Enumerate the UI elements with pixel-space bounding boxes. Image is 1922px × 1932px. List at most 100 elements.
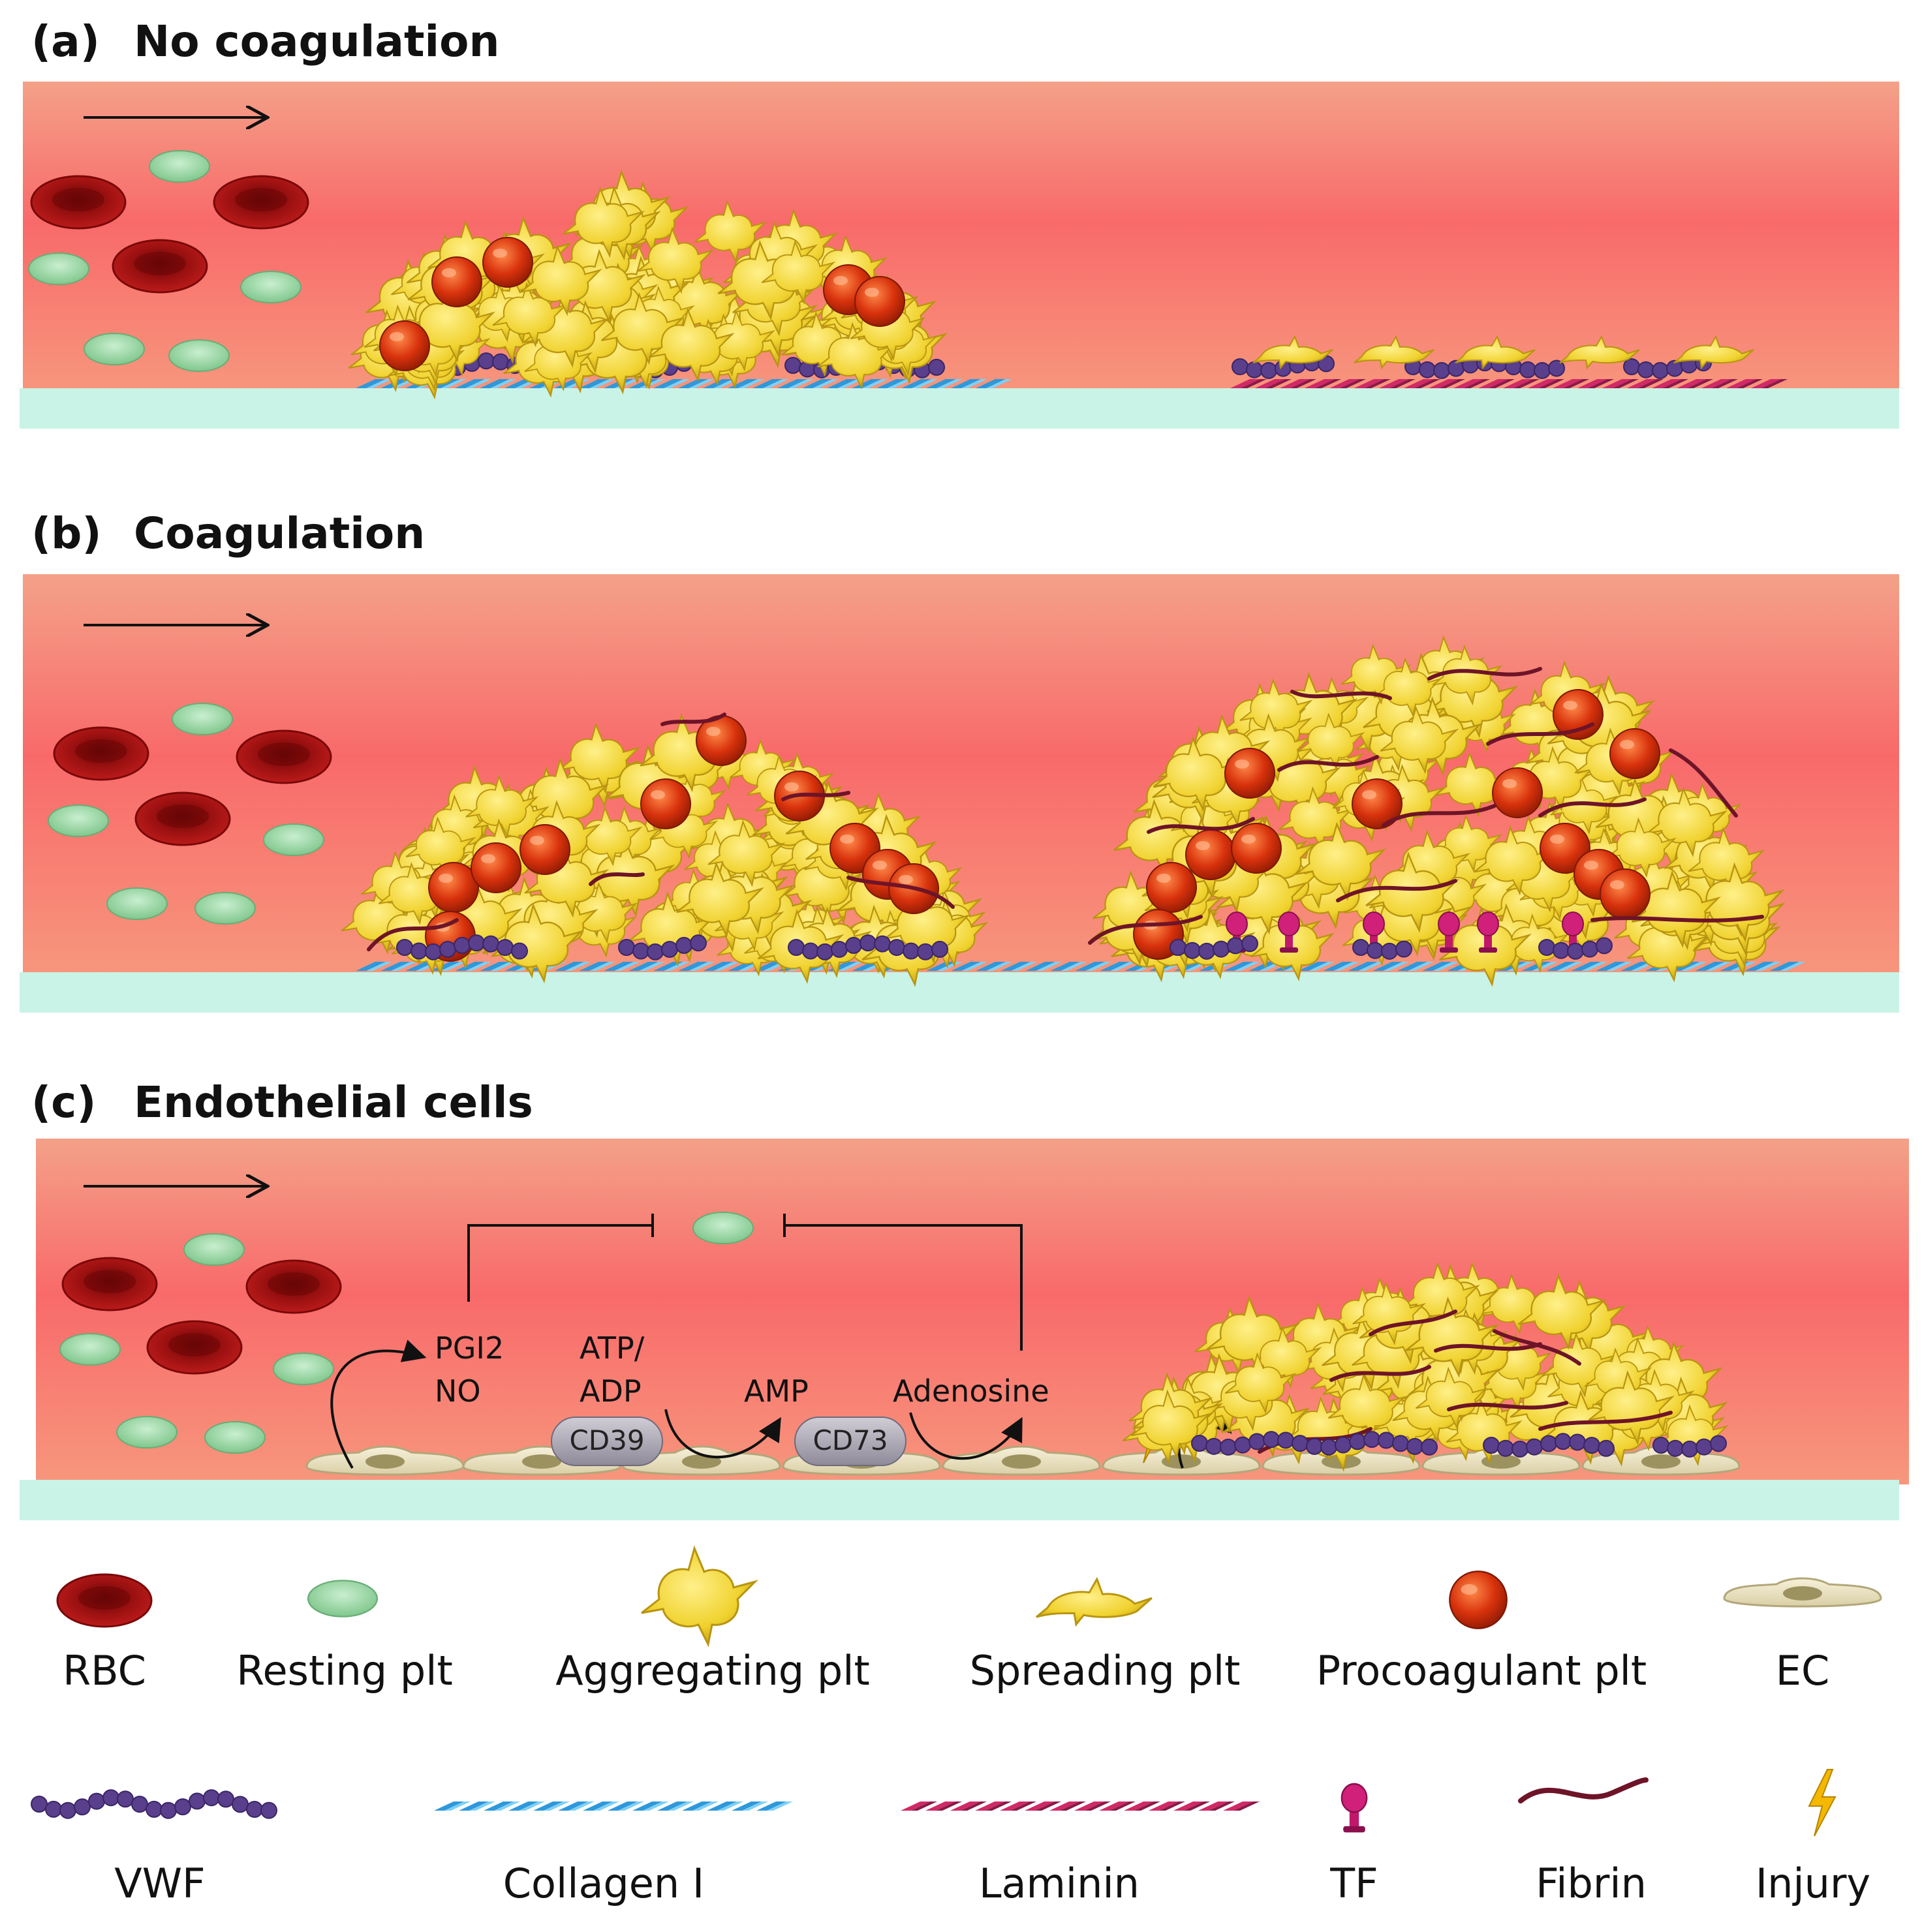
tf-icon [1341,1783,1368,1833]
aggregating-plt-icon [640,1547,756,1646]
vwf-bead [1583,1437,1600,1454]
vwf-bead [1540,1435,1557,1452]
vwf-bead [232,1796,249,1813]
vwf-icon [31,1789,277,1819]
vwf-bead [1260,361,1277,379]
vwf-bead [174,1798,191,1816]
vwf-bead [1534,361,1551,379]
vwf-bead [1241,935,1258,953]
fibrin-strand [1434,1342,1542,1353]
vwf-bead [874,935,891,953]
vwf-bead [1363,1431,1380,1449]
vwf-bead [260,1802,277,1819]
vwf-bead [454,936,471,954]
vessel-wall-b [20,972,1899,1013]
legend-rbc: RBC [63,1647,146,1694]
injury-legend-icon [1808,1769,1836,1837]
atp-label: ATP/ [580,1330,645,1366]
legend-laminin: Laminin [979,1860,1139,1907]
vwf-bead [1667,1439,1684,1457]
fibrin-strand [589,872,645,886]
vwf-bead [903,942,920,960]
fibrin-strand [1336,879,1457,902]
fibrin-strand [781,791,850,801]
procoagulant-platelet [379,320,430,371]
vwf-bead [917,943,934,960]
adp-label: ADP [580,1373,642,1409]
legend: RBC Resting plt Aggregating plt Spreadin… [31,1547,1882,1907]
fibrin-strand [1447,1401,1568,1411]
fibrin-strand [1427,667,1542,681]
fibrin-strand [1147,817,1255,834]
vwf-bead [661,940,678,958]
vwf-bead [1349,1433,1366,1450]
fibrin-strand [1538,797,1647,818]
procoagulant-platelet [482,237,533,288]
vwf-bead [1421,1438,1438,1456]
vwf-bead [1352,939,1369,956]
vwf-bead [1681,1440,1698,1458]
vwf-bead [1246,361,1263,378]
inhibition-lines [467,1214,1023,1351]
vwf-bead [482,935,499,953]
vwf-bead [1652,361,1669,379]
rbc-icon [56,1573,153,1628]
procoagulant-plt-icon [1449,1571,1508,1629]
vwf-bead [632,942,649,960]
pgi2-label: PGI2 [435,1330,504,1366]
vwf-bead [888,939,905,957]
spreading-plt-icon [1035,1578,1153,1626]
panel-c: (c) Endothelial cells [20,1077,1909,1520]
vwf-bead [1483,1437,1500,1454]
vwf-bead [1392,1435,1409,1452]
fibrin-strand [1590,915,1764,923]
vwf-bead [411,942,427,960]
vwf-bead [1220,1438,1237,1456]
panel-a-letter: (a) [31,16,100,67]
vwf-bead [1696,1438,1713,1456]
vwf-bead [831,940,848,958]
vwf-bead [1395,940,1412,958]
fibrin-strand [1493,1329,1581,1366]
fibrin-strand [1290,690,1392,700]
fibrin-strand [1669,748,1738,818]
vwf-bead [1637,361,1654,378]
vwf-bead [45,1800,62,1818]
cd39-enzyme: CD39 [551,1417,663,1466]
vwf-bead [1232,358,1248,375]
panel-b-title: Coagulation [134,508,425,559]
fibrin-strand [660,713,726,726]
vwf-bead [1598,1439,1615,1457]
vwf-bead [511,942,528,960]
adenosine-label: Adenosine [893,1373,1049,1409]
vwf-bead [1234,1436,1251,1454]
vwf-bead [784,357,801,374]
vessel-wall-c [20,1480,1899,1520]
vwf-bead [1553,942,1570,959]
vwf-bead [1277,1432,1294,1449]
vwf-bead [203,1789,220,1807]
legend-procoagulant-plt: Procoagulant plt [1316,1647,1647,1694]
vwf-bead [690,934,707,952]
procoagulant-platelet [1146,862,1197,913]
vwf-bead [1213,940,1230,958]
resting-plt-icon [307,1580,379,1618]
vwf-bead [1596,937,1613,955]
vwf-bead [1567,942,1584,960]
procoagulant-platelet [640,778,691,829]
fibrin-strand [1088,915,1203,945]
legend-ec: EC [1776,1647,1829,1694]
procoagulant-platelet [1231,823,1282,874]
vwf-bead [1526,1438,1543,1456]
panel-a-title: No coagulation [134,16,499,67]
amp-label: AMP [744,1373,809,1409]
fibrin-strand [1538,1411,1673,1431]
vwf-bead [802,942,819,960]
panel-c-letter: (c) [31,1077,96,1127]
vwf-bead [1569,1434,1586,1451]
vwf-bead [1381,942,1398,960]
vessel-lumen-a [23,82,1899,395]
vwf-bead [468,934,485,952]
fibrin-strand [1382,804,1496,827]
vwf-bead [1227,937,1244,955]
